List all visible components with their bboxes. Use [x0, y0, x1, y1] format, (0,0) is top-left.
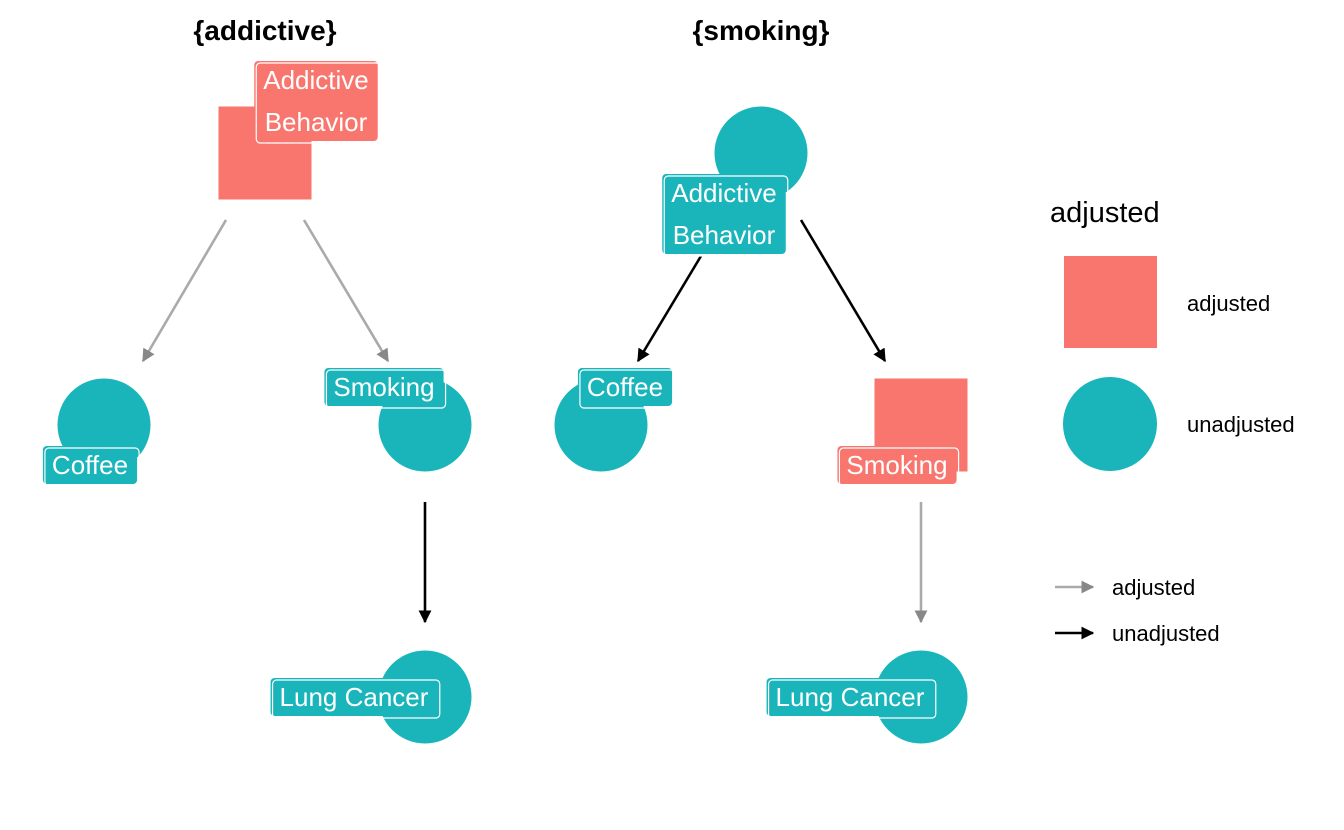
node-label-box [837, 446, 957, 484]
edge-addictive-to-coffee [636, 255, 703, 363]
panel-title-addictive: {addictive} [193, 15, 336, 46]
node-label-text: Coffee [587, 372, 663, 402]
node-label-border [838, 447, 960, 487]
node-label-box [324, 368, 444, 406]
node-label-box [662, 174, 786, 254]
node-label-border [579, 369, 675, 409]
node-label-text: Behavior [265, 107, 368, 137]
node-label-border [325, 369, 447, 409]
node-label-border [767, 679, 937, 719]
node-label-smoking: Smoking [837, 446, 960, 487]
node-label-border [255, 62, 381, 144]
node-label-text: Addictive [263, 65, 369, 95]
node-label-text: Smoking [333, 372, 434, 402]
node-label-box [254, 61, 378, 141]
legend-title: adjusted [1050, 197, 1160, 229]
node-label-coffee: Coffee [42, 446, 140, 487]
node-label-text: Smoking [846, 450, 947, 480]
legend-node-label-adjusted: adjusted [1187, 291, 1270, 316]
edge-addictive-to-smoking [799, 219, 887, 363]
node-label-text: Addictive [671, 178, 777, 208]
node-label-text: Lung Cancer [280, 682, 429, 712]
legend-unadjusted-circle [1063, 377, 1157, 471]
legend-edge-label-adjusted: adjusted [1112, 575, 1195, 600]
node-label-box [766, 678, 934, 716]
legend-adjusted-square [1064, 256, 1157, 348]
node-label-box [270, 678, 438, 716]
legend-edge-label-unadjusted: unadjusted [1112, 621, 1220, 646]
node-label-text: Behavior [673, 220, 776, 250]
node-label-text: Lung Cancer [776, 682, 925, 712]
node-label-box [42, 446, 138, 484]
edge-addictive-to-smoking [302, 219, 390, 363]
node-label-box [577, 368, 673, 406]
node-label-border [663, 175, 789, 257]
edge-addictive-to-coffee [141, 219, 228, 363]
node-label-lung: Lung Cancer [270, 678, 441, 719]
node-label-border [44, 447, 140, 487]
node-label-smoking: Smoking [324, 368, 447, 409]
legend: adjusted adjusted unadjusted adjusted un… [1050, 197, 1295, 646]
node-label-border [271, 679, 441, 719]
node-label-coffee: Coffee [577, 368, 675, 409]
node-label-text: Coffee [52, 450, 128, 480]
panel-title-smoking: {smoking} [693, 15, 830, 46]
node-label-lung: Lung Cancer [766, 678, 937, 719]
legend-node-label-unadjusted: unadjusted [1187, 412, 1295, 437]
